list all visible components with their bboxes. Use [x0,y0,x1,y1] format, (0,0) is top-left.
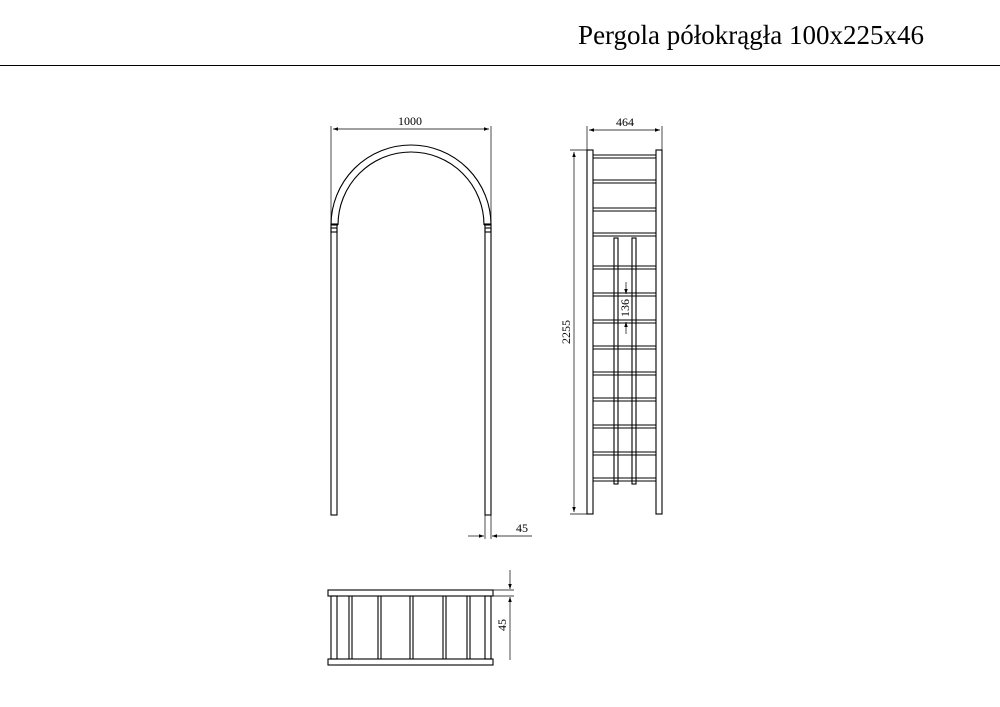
side-right-post [655,149,663,515]
dimension-total-height [570,149,587,515]
dimension-label-2255: 2255 [559,320,573,344]
side-inner-slat-right [631,237,637,485]
dimension-side-width [586,126,663,150]
top-view-left-post [330,595,338,660]
front-left-post [330,227,338,516]
dimension-label-136: 136 [618,299,632,317]
dimension-front-width [330,126,492,224]
top-view-frame [327,589,494,666]
bottom-rail [327,658,494,666]
front-right-post [484,227,492,516]
dimension-post-width [468,515,532,539]
arch-inner-curve [337,151,485,226]
dimension-base-height [493,570,514,660]
side-inner-slat-left [613,237,619,485]
side-rungs [593,265,656,482]
front-view-arch [330,144,492,516]
dimension-label-1000: 1000 [398,114,422,128]
dimension-label-45-post: 45 [516,521,528,535]
side-left-post [586,149,594,515]
top-rail [327,589,494,597]
dimension-label-464: 464 [616,115,634,129]
arch-outer-curve [330,144,492,226]
side-view-ladder [586,149,663,515]
top-view-right-post [484,595,492,660]
dimension-label-45-base: 45 [495,619,509,631]
sheet-title: Pergola półokrągła 100x225x46 [578,20,924,50]
title-divider-line [0,65,1000,66]
